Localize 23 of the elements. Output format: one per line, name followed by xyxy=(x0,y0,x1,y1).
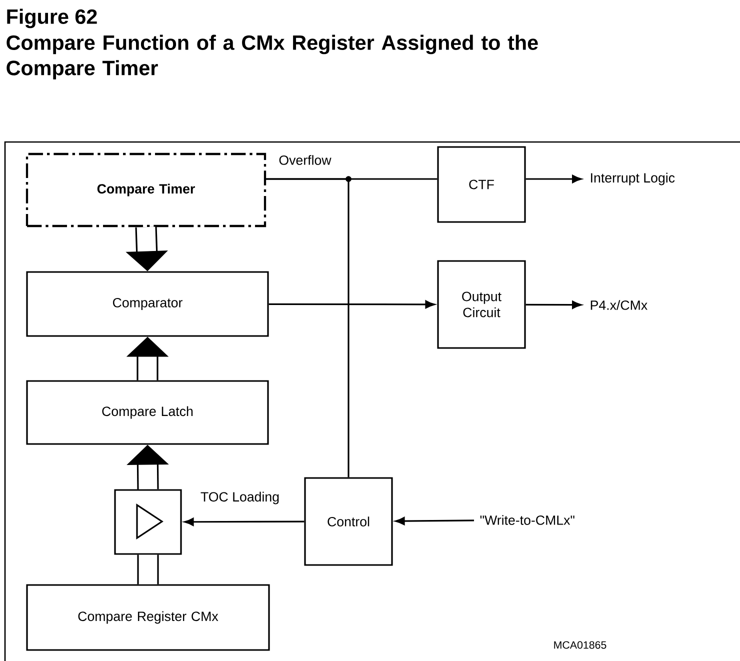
timer-box: Compare Timer xyxy=(26,152,266,228)
edge-label: Overflow xyxy=(279,155,332,165)
process-box: Output Circuit xyxy=(437,260,526,349)
arrow xyxy=(526,174,582,184)
bus-lines xyxy=(137,554,159,584)
figure-code: MCA01865 xyxy=(554,641,606,649)
arrow xyxy=(526,300,582,309)
process-box: CTF xyxy=(437,146,526,223)
edge-label: TOC Loading xyxy=(200,492,279,504)
process-box: Comparator xyxy=(26,271,269,337)
process-box: Compare Latch xyxy=(26,380,269,445)
process-box: Control xyxy=(304,477,393,566)
buffer-drawing xyxy=(114,489,182,555)
figure-number: Figure 62 xyxy=(7,8,97,28)
arrow xyxy=(395,516,474,526)
arrow xyxy=(184,518,304,526)
process-box: Compare Register CMx xyxy=(26,584,270,651)
signal-label: "Write-to-CMLx" xyxy=(480,515,574,525)
arrow xyxy=(268,300,435,308)
figure-title: Compare Function of a CMx Register Assigned to the Compare Timer xyxy=(6,34,538,80)
signal-label: P4.x/CMx xyxy=(590,300,648,310)
signal-label: Interrupt Logic xyxy=(591,172,675,186)
connector-line xyxy=(266,176,352,478)
